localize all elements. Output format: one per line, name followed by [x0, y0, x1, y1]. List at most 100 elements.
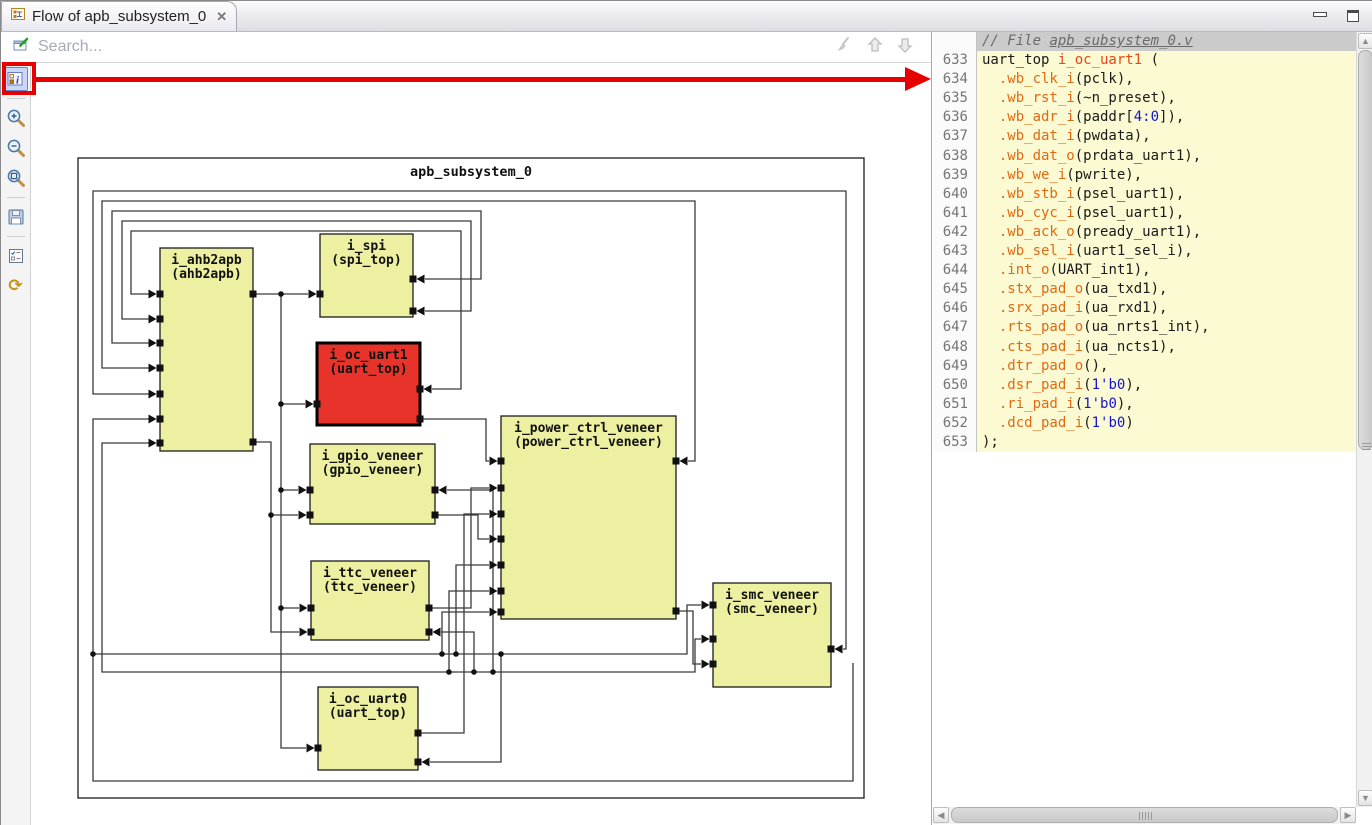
port-arrow-icon — [702, 635, 710, 644]
port-arrow-icon — [149, 439, 157, 448]
source-editor[interactable]: // File apb_subsystem_0.v 633uart_top i_… — [933, 32, 1356, 807]
zoom-fit-button[interactable] — [4, 166, 28, 190]
blocks-layer: i_ahb2apb(ahb2apb) i_spi(spi_top) i_oc_uar… — [149, 234, 843, 770]
search-input[interactable] — [38, 38, 835, 56]
code-line: 651 .ri_pad_i(1'b0), — [933, 395, 1356, 414]
port-marker — [828, 646, 835, 653]
block-module-name: (smc_veneer) — [725, 602, 819, 617]
code-line: 646 .srx_pad_i(ua_rxd1), — [933, 299, 1356, 318]
zoom-in-button[interactable] — [4, 106, 28, 130]
block-ahb2apb[interactable]: i_ahb2apb(ahb2apb) — [149, 248, 257, 451]
scroll-left-button[interactable]: ◀ — [933, 807, 949, 823]
scroll-up-button[interactable]: ▲ — [1358, 33, 1372, 49]
port-marker — [710, 602, 717, 609]
line-number: 651 — [933, 395, 977, 414]
block-instance-name: i_spi — [347, 239, 386, 254]
tab-label: Flow of apb_subsystem_0 — [32, 8, 206, 25]
vertical-scrollbar-thumb[interactable] — [1358, 50, 1372, 450]
file-link[interactable]: apb_subsystem_0.v — [1049, 33, 1192, 49]
schematic-canvas[interactable]: apb_subsystem_0 — [31, 63, 931, 825]
refresh-icon: ⟳ — [8, 278, 22, 295]
clear-search-icon[interactable] — [835, 36, 853, 59]
port-marker — [498, 536, 505, 543]
vertical-scrollbar[interactable]: ▲ ▼ — [1356, 32, 1372, 807]
save-button[interactable] — [4, 205, 28, 229]
port-marker — [307, 487, 314, 494]
port-marker — [498, 562, 505, 569]
code-line: 642 .wb_ack_o(pready_uart1), — [933, 223, 1356, 242]
port-arrow-icon — [300, 604, 308, 613]
port-arrow-icon — [149, 415, 157, 424]
preferences-button[interactable] — [4, 244, 28, 268]
block-module-name: (ttc_veneer) — [323, 580, 417, 595]
code-line: 638 .wb_dat_o(prdata_uart1), — [933, 147, 1356, 166]
code-line: 636 .wb_adr_i(paddr[4:0]), — [933, 108, 1356, 127]
block-oc-uart0[interactable]: i_oc_uart0(uart_top) — [307, 687, 430, 770]
block-module-name: (gpio_veneer) — [322, 463, 424, 478]
block-instance-name: i_oc_uart0 — [329, 692, 407, 707]
next-match-icon[interactable] — [897, 36, 913, 59]
horizontal-scrollbar-thumb[interactable] — [951, 807, 1338, 823]
port-marker — [157, 340, 164, 347]
port-arrow-icon — [149, 315, 157, 324]
port-marker — [432, 487, 439, 494]
port-marker — [157, 416, 164, 423]
port-marker — [307, 512, 314, 519]
line-number: 635 — [933, 89, 977, 108]
block-ttc-veneer[interactable]: i_ttc_veneer(ttc_veneer) — [300, 561, 441, 640]
block-module-name: (ahb2apb) — [171, 267, 241, 282]
port-arrow-icon — [433, 628, 441, 637]
port-marker — [498, 588, 505, 595]
previous-match-icon[interactable] — [867, 36, 883, 59]
port-arrow-icon — [702, 601, 710, 610]
horizontal-scrollbar[interactable]: ◀ ▶ — [933, 807, 1356, 824]
line-number: 649 — [933, 357, 977, 376]
line-number: 650 — [933, 376, 977, 395]
port-marker — [498, 511, 505, 518]
block-smc-veneer[interactable]: i_smc_veneer(smc_veneer) — [702, 583, 843, 687]
block-module-name: (uart_top) — [329, 706, 407, 721]
zoom-out-icon — [6, 138, 26, 158]
zoom-in-icon — [6, 108, 26, 128]
block-spi[interactable]: i_spi(spi_top) — [309, 234, 425, 317]
port-arrow-icon — [299, 511, 307, 520]
code-line: 652 .dcd_pad_i(1'b0) — [933, 414, 1356, 433]
line-number: 634 — [933, 70, 977, 89]
refresh-button[interactable]: ⟳ — [4, 274, 28, 298]
port-arrow-icon — [439, 486, 447, 495]
line-number: 647 — [933, 318, 977, 337]
port-arrow-icon — [300, 628, 308, 637]
scroll-down-button[interactable]: ▼ — [1358, 790, 1372, 806]
minimize-view-button[interactable] — [1313, 12, 1325, 22]
port-marker — [426, 605, 433, 612]
annotation-arrow-head — [905, 67, 931, 91]
port-marker — [426, 629, 433, 636]
new-search-icon[interactable] — [12, 36, 30, 59]
scroll-right-button[interactable]: ▶ — [1340, 807, 1356, 823]
port-arrow-icon — [680, 457, 688, 466]
flow-diagram-icon — [10, 6, 26, 27]
block-gpio-veneer[interactable]: i_gpio_veneer(gpio_veneer) — [299, 444, 447, 524]
editor-empty-area — [978, 452, 1356, 807]
scrollbar-grip — [1362, 443, 1371, 450]
tab-flow-of-apb-subsystem-0[interactable]: Flow of apb_subsystem_0 ✕ — [1, 1, 237, 31]
code-line: 643 .wb_sel_i(uart1_sel_i), — [933, 242, 1356, 261]
port-marker — [157, 440, 164, 447]
block-oc-uart1[interactable]: i_oc_uart1(uart_top) — [306, 343, 432, 425]
line-number: 633 — [933, 51, 977, 70]
port-arrow-icon — [149, 390, 157, 399]
code-line: 637 .wb_dat_i(pwdata), — [933, 127, 1356, 146]
line-number: 643 — [933, 242, 977, 261]
block-power-ctrl-veneer[interactable]: i_power_ctrl_veneer(power_ctrl_veneer) — [490, 416, 688, 619]
block-instance-name: i_gpio_veneer — [322, 449, 424, 464]
line-number: 639 — [933, 166, 977, 185]
code-line: 639 .wb_we_i(pwrite), — [933, 166, 1356, 185]
tab-bar: Flow of apb_subsystem_0 ✕ — [1, 1, 1372, 32]
tab-close-icon[interactable]: ✕ — [216, 9, 227, 25]
port-marker — [157, 316, 164, 323]
code-line: 640 .wb_stb_i(psel_uart1), — [933, 185, 1356, 204]
port-marker — [250, 439, 257, 446]
port-marker — [498, 485, 505, 492]
zoom-out-button[interactable] — [4, 136, 28, 160]
maximize-view-button[interactable] — [1347, 10, 1359, 22]
